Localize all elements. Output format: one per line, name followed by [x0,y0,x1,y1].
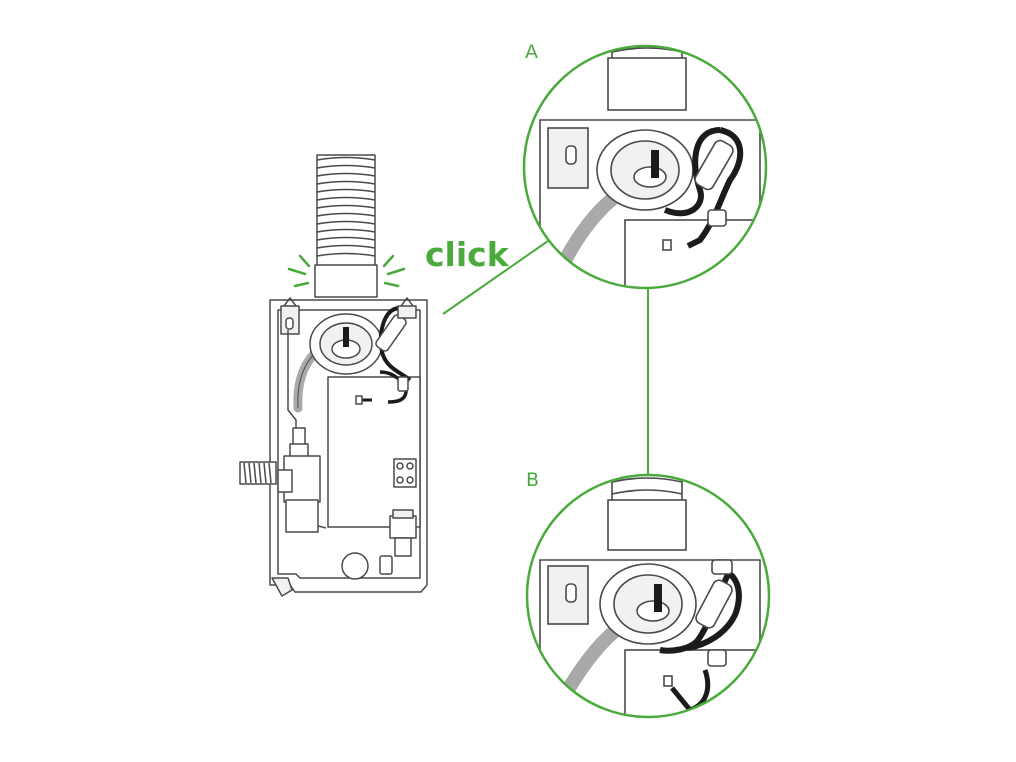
detail-label-a: A [525,41,538,63]
hose-rib [316,156,376,161]
detail-circle-a [522,44,768,290]
hose-rib [316,228,376,233]
cable-main [355,306,412,405]
cable-gland [389,509,417,557]
hose-rib [316,220,376,225]
inlet-thread [253,462,257,484]
bottom-slot [379,555,393,575]
hose-rib [316,212,376,217]
hose-rib [316,196,376,201]
hose-collar [314,264,378,298]
detail-circle-b [525,473,771,719]
click-label: click [425,235,510,274]
terminal-block [393,458,417,488]
casing-inner [277,309,421,579]
inlet-thread [263,462,267,484]
hose-rib [316,188,376,193]
shower-unit [239,154,428,597]
mounting-hole [341,552,369,580]
callout-lines [442,240,649,475]
valve-assembly [277,427,321,533]
hose-rib [316,172,376,177]
inlet-thread [268,462,272,484]
hose-rib [316,180,376,185]
detail-label-b: B [526,469,539,491]
inlet-pipe [239,461,277,485]
hose-rib [316,236,376,241]
inlet-thread [243,462,247,484]
bottom-tab [271,577,293,597]
terminal-panel [327,376,421,528]
inlet-thread [248,462,252,484]
hose-rib [316,244,376,249]
top-right-clip [397,297,417,319]
hose-rib [316,164,376,169]
hose-rib [316,204,376,209]
outlet-ring [309,313,383,375]
flexible-hose [316,154,376,271]
hose-rib [316,252,376,257]
top-left-clip [280,297,300,335]
click-burst-icon [287,254,406,288]
inlet-thread [258,462,262,484]
